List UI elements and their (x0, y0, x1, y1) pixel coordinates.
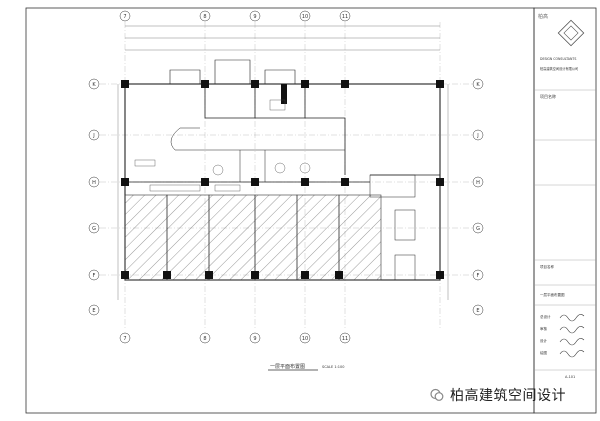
handwritten-signatures (559, 314, 585, 358)
drawing-number: A-101 (565, 375, 575, 379)
signature-role: 总设计 (540, 314, 551, 319)
grid-label-top: 7 (123, 14, 126, 20)
title-block-rows (534, 89, 596, 371)
dimension-lines (117, 25, 449, 300)
grid-label-right: E (476, 308, 479, 314)
wechat-watermark: 柏高建筑空间设计 (430, 384, 566, 406)
grid-bubbles-right (472, 78, 484, 316)
watermark-text: 柏高建筑空间设计 (450, 388, 566, 404)
grid-label-left: H (92, 180, 96, 186)
grid-label-bottom: 7 (123, 336, 126, 342)
grid-label-top: 10 (302, 14, 308, 20)
company-line: DESIGN CONSULTANTS (540, 57, 576, 61)
grid-label-top: 9 (253, 14, 256, 20)
signature-role: 设计 (540, 338, 548, 343)
hatched-panels (124, 194, 382, 281)
grid-label-right: H (476, 180, 480, 186)
grid-label-right: G (476, 226, 480, 232)
grid-label-left: G (92, 226, 96, 232)
drawing-label: 一层平面布置图 (540, 292, 565, 297)
grid-label-bottom: 10 (302, 336, 308, 342)
grid-bubbles-top (119, 10, 351, 22)
grid-label-right: J (476, 133, 478, 139)
drawing-scale: SCALE 1:100 (322, 365, 344, 369)
grid-bubbles-bottom (119, 332, 351, 344)
company-line: 柏高建筑空间设计有限公司 (540, 66, 578, 71)
grid-label-right: K (476, 82, 480, 88)
grid-label-right: F (477, 273, 480, 279)
furniture (134, 99, 311, 192)
company-logo (557, 19, 585, 47)
grid-label-bottom: 8 (203, 336, 206, 342)
structural-columns (121, 80, 444, 279)
grid-lines (100, 22, 475, 330)
signature-role: 审核 (540, 326, 548, 331)
title-block-logo-text: 柏高 (538, 13, 548, 20)
drawing-title: 一层平面布置图 (270, 363, 305, 370)
signature-role: 绘图 (540, 350, 548, 355)
wechat-icon (430, 388, 444, 401)
grid-label-left: F (93, 273, 96, 279)
grid-label-top: 11 (342, 14, 348, 20)
section-header: 项目名称 (540, 93, 556, 99)
grid-label-bottom: 9 (253, 336, 256, 342)
grid-label-left: J (92, 133, 94, 139)
grid-bubbles-left (88, 78, 100, 316)
project-label: 项目名称 (540, 264, 554, 269)
grid-label-left: K (92, 82, 96, 88)
title-block-frame (533, 7, 597, 414)
grid-label-left: E (92, 308, 95, 314)
grid-label-top: 8 (203, 14, 206, 20)
grid-label-bottom: 11 (342, 336, 348, 342)
